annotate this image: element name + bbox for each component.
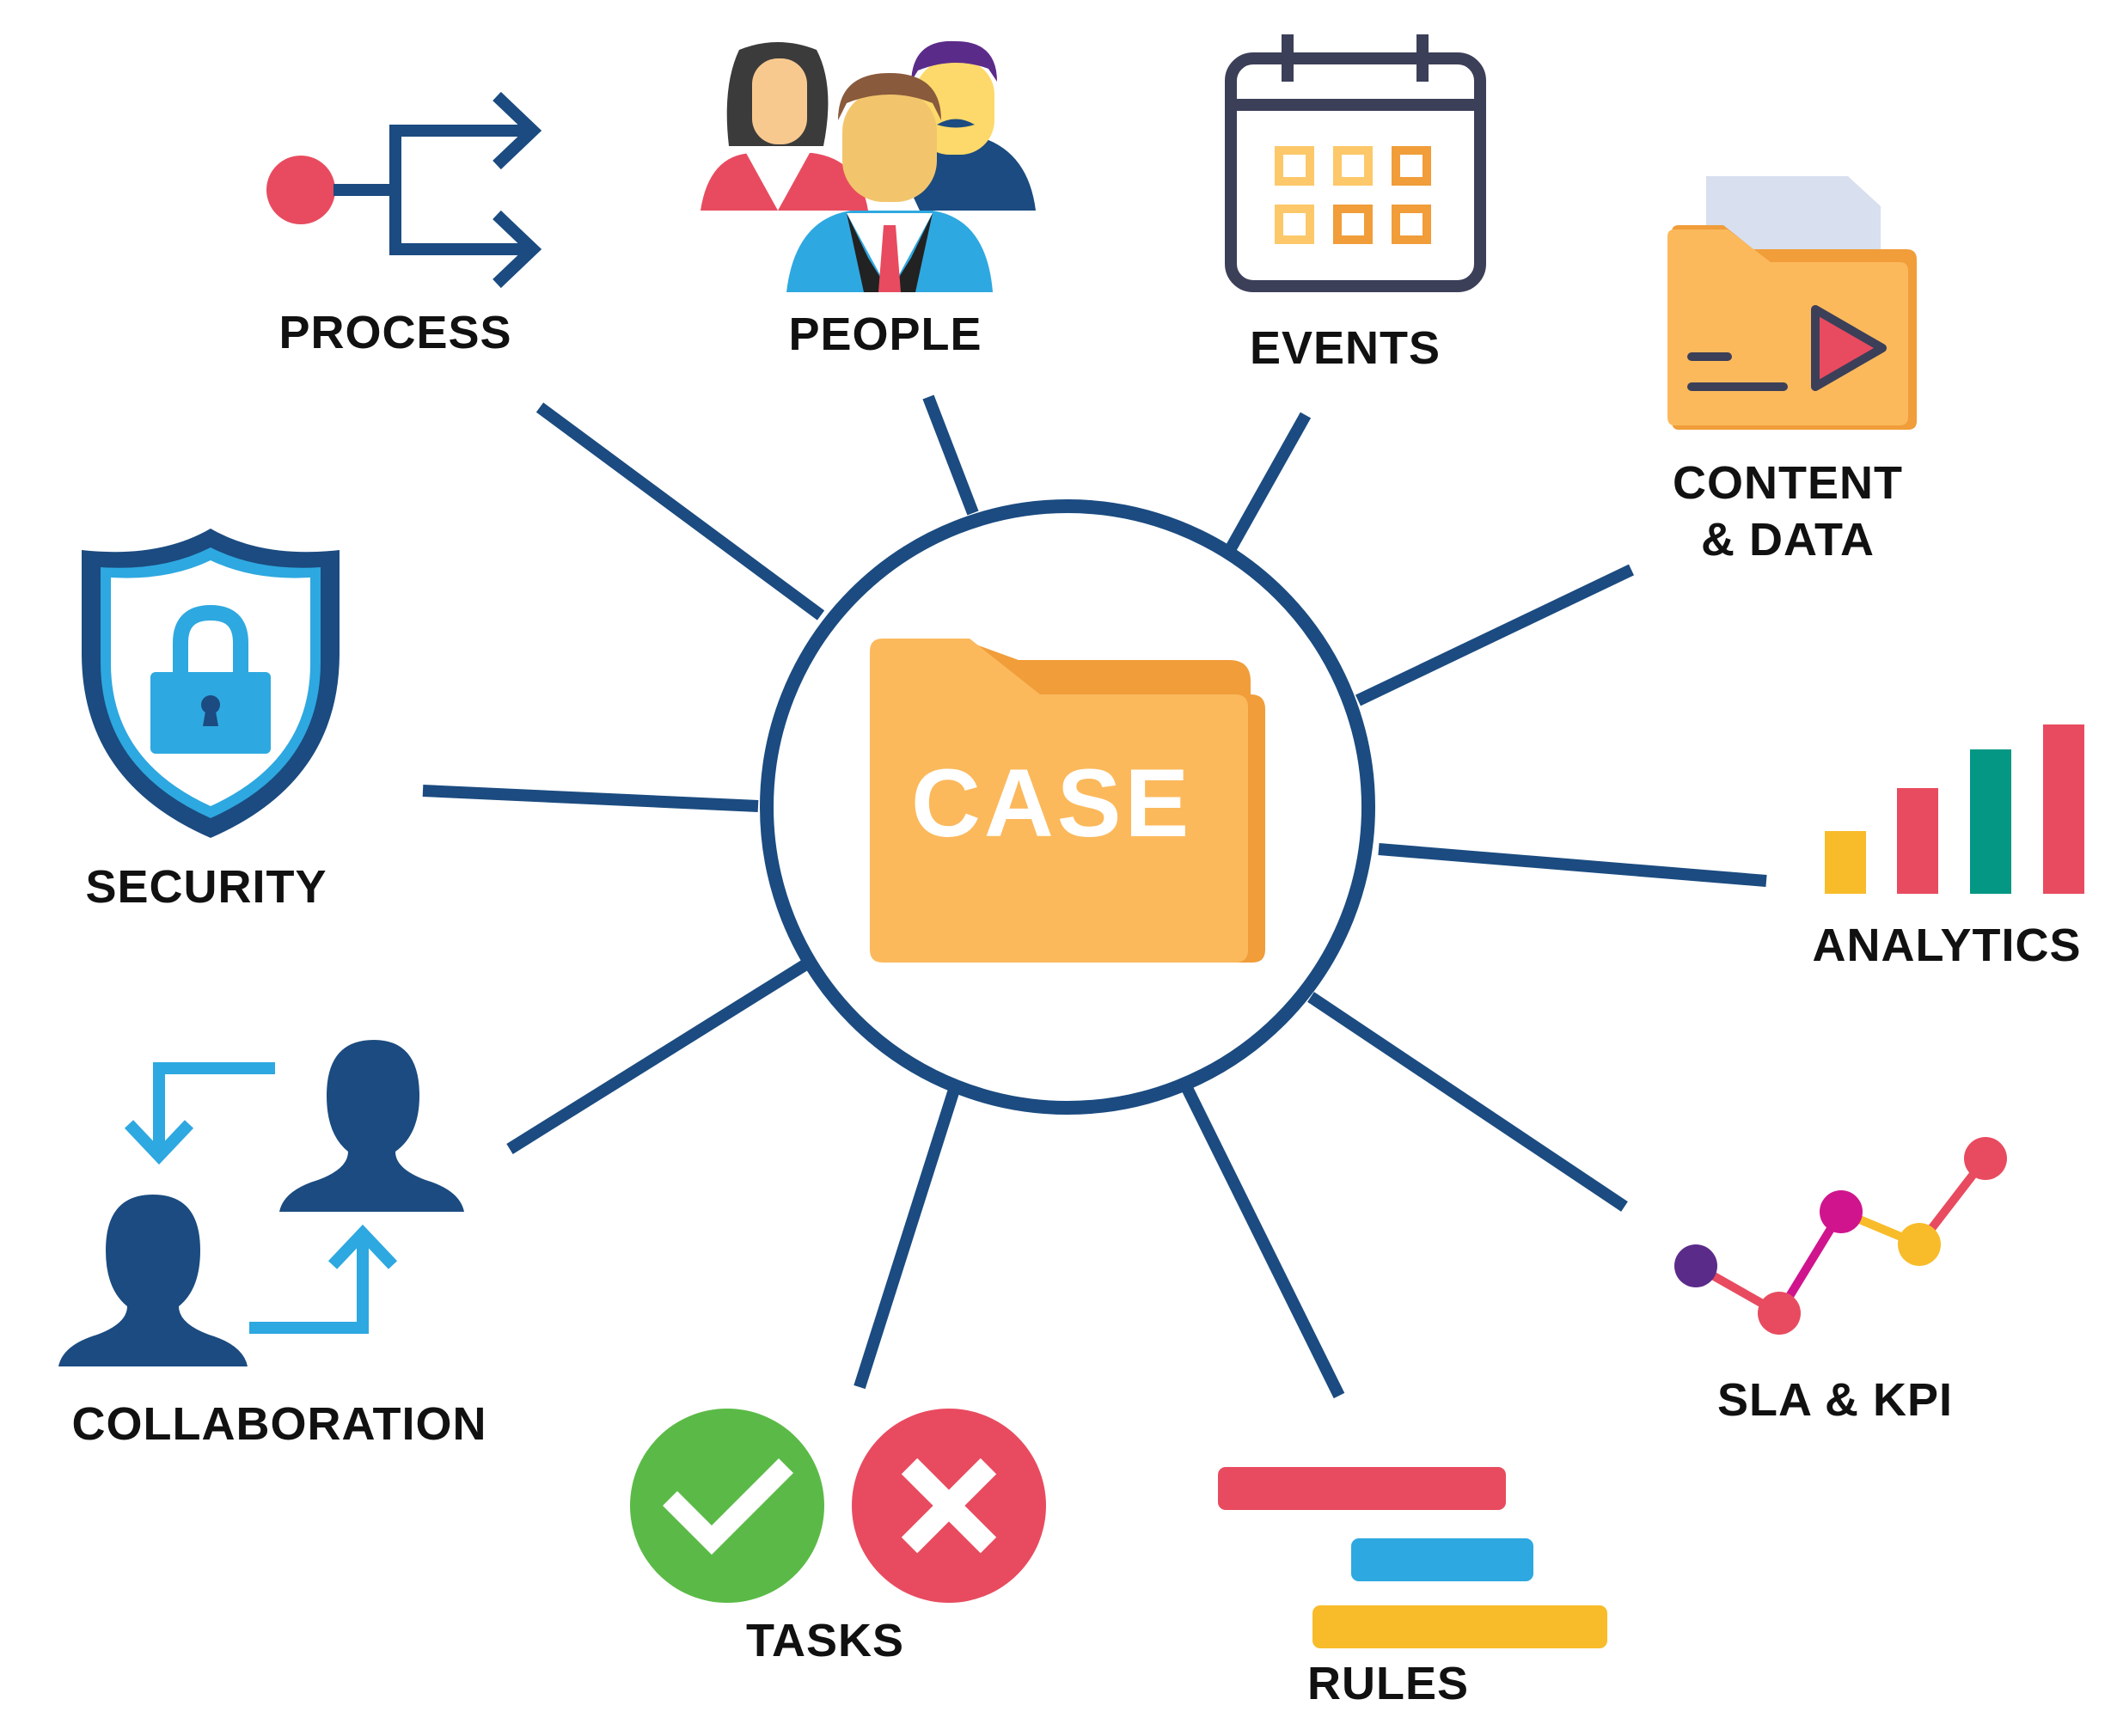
process-icon: [266, 91, 542, 289]
connector-sla: [1307, 992, 1628, 1212]
connector-rules: [1178, 1079, 1345, 1399]
sla-kpi-line-icon: [1674, 1137, 2007, 1335]
collaboration-label: COLLABORATION: [71, 1398, 487, 1450]
sla-kpi-label: SLA & KPI: [1716, 1374, 1954, 1426]
connector-tasks: [854, 1087, 960, 1390]
connector-analytics: [1378, 843, 1767, 887]
connector-process: [535, 402, 825, 620]
people-icon: [701, 40, 1036, 292]
connector-security: [422, 785, 759, 812]
connector-people: [922, 394, 979, 516]
connector-collaboration: [506, 957, 812, 1154]
events-calendar-icon: [1225, 34, 1486, 292]
content-data-label-line2: & DATA: [1701, 513, 1875, 565]
check-icon: [630, 1409, 824, 1603]
tasks-label: TASKS: [745, 1615, 904, 1666]
content-data-folder-icon: [1667, 176, 1917, 430]
content-data-label: CONTENT & DATA: [1659, 455, 1917, 569]
security-label: SECURITY: [85, 861, 327, 913]
tasks-icon: [630, 1409, 1046, 1603]
rules-bars-icon: [1218, 1467, 1607, 1648]
content-data-label-line1: CONTENT: [1673, 457, 1903, 509]
connector-lines: [422, 394, 1767, 1399]
process-label: PROCESS: [278, 307, 512, 358]
connector-content: [1355, 564, 1635, 706]
collaboration-icon: [58, 1040, 464, 1366]
center-case-label: CASE: [911, 749, 1193, 857]
analytics-label: ANALYTICS: [1812, 920, 2082, 971]
case-folder-icon: [870, 639, 1265, 963]
people-label: PEOPLE: [788, 309, 982, 360]
security-shield-icon: [82, 529, 340, 838]
connector-events: [1225, 412, 1312, 552]
analytics-bars-icon: [1825, 724, 2084, 894]
events-label: EVENTS: [1249, 322, 1441, 374]
rules-label: RULES: [1306, 1658, 1469, 1709]
